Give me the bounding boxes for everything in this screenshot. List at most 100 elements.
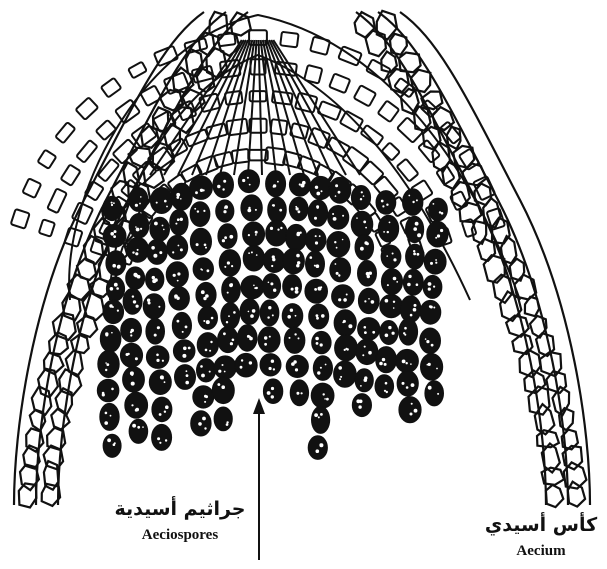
aeciospore [305, 229, 326, 252]
spore-speckle [180, 198, 182, 200]
spore-speckle [182, 354, 186, 358]
spore-speckle [195, 191, 198, 194]
spore-speckle [382, 205, 384, 207]
aeciospore [150, 188, 172, 214]
spore-speckle [177, 218, 180, 221]
spore-speckle [336, 247, 338, 249]
aeciospore [424, 249, 446, 274]
spore-speckle [363, 221, 366, 224]
spore-speckle [295, 368, 298, 371]
aeciospore [237, 325, 257, 351]
spore-speckle [316, 264, 320, 268]
spore-speckle [368, 298, 370, 300]
peridium-cell [310, 37, 330, 55]
spore-speckle [230, 342, 233, 345]
spore-speckle [203, 297, 206, 300]
spore-speckle [183, 347, 187, 351]
aecium-label-ar: كأس أسيدي [478, 514, 604, 536]
aeciospore [190, 202, 210, 227]
spore-speckle [360, 385, 362, 387]
spore-speckle [218, 370, 221, 373]
spore-speckle [114, 283, 118, 287]
spore-speckle [268, 306, 271, 309]
spore-speckle [318, 416, 320, 418]
spore-speckle [114, 230, 117, 233]
spore-speckle [364, 331, 367, 334]
spore-speckle [404, 334, 406, 336]
aeciospore [358, 288, 379, 313]
peridium-cell [280, 32, 298, 48]
spore-speckle [408, 195, 410, 197]
spore-speckle [249, 184, 251, 186]
spore-speckle [252, 309, 256, 313]
spore-speckle [433, 286, 435, 288]
spore-speckle [392, 332, 395, 335]
spore-speckle [315, 337, 319, 341]
spore-speckle [417, 233, 421, 237]
aeciospore [258, 327, 280, 353]
spore-speckle [402, 360, 406, 364]
peridium-wall [271, 40, 346, 175]
spore-speckle [326, 398, 329, 401]
spore-speckle [233, 311, 236, 314]
spore-speckle [218, 384, 220, 386]
aeciospore [260, 354, 281, 376]
aeciospore [218, 224, 237, 249]
aeciospores-label: Aeciospores [100, 527, 260, 544]
spore-speckle [256, 254, 258, 256]
peridium-cell [39, 219, 55, 236]
spore-speckle [315, 186, 318, 189]
spore-speckle [382, 358, 385, 361]
peridium-cell [128, 62, 147, 79]
aeciospore [152, 397, 172, 422]
aeciospore [173, 340, 195, 362]
spore-speckle [296, 233, 300, 237]
spore-speckle [384, 390, 386, 392]
spore-speckle [279, 209, 282, 212]
aeciospore [238, 170, 259, 193]
peridium-cell [76, 97, 99, 120]
spore-speckle [320, 286, 322, 288]
aeciospore [396, 349, 419, 372]
spore-speckle [358, 405, 361, 408]
spore-speckle [431, 344, 434, 347]
spore-speckle [203, 189, 205, 191]
spore-speckle [428, 363, 431, 366]
aeciospore [143, 294, 165, 319]
aeciospore [380, 321, 398, 345]
spore-speckle [203, 210, 205, 212]
spore-speckle [133, 300, 136, 303]
spore-speckle [316, 317, 319, 320]
spore-speckle [112, 264, 116, 268]
spore-speckle [291, 288, 294, 291]
aeciospore [308, 436, 327, 460]
aeciospore [190, 228, 211, 255]
spore-speckle [386, 204, 388, 206]
spore-speckle [387, 231, 389, 233]
host-left-cell [32, 386, 52, 414]
spore-speckle [428, 282, 432, 286]
spore-speckle [321, 190, 323, 192]
spore-speckle [316, 314, 319, 317]
host-right-cell [483, 198, 500, 227]
spore-speckle [295, 206, 297, 208]
spore-speckle [130, 371, 134, 375]
spore-speckle [364, 300, 366, 302]
aeciospore [290, 380, 308, 406]
aeciospore [129, 419, 148, 443]
spore-speckle [200, 268, 202, 270]
aeciospore [103, 300, 124, 324]
spore-speckle [360, 198, 362, 200]
aeciospore [376, 191, 396, 215]
spore-speckle [116, 287, 119, 290]
spore-speckle [267, 316, 269, 318]
spore-speckle [231, 265, 233, 267]
spore-speckle [272, 314, 274, 316]
spore-speckle [107, 438, 111, 442]
host-right-cell [512, 334, 532, 354]
spore-speckle [196, 243, 199, 246]
spore-speckle [249, 361, 252, 364]
spore-speckle [111, 388, 114, 391]
spore-speckle [381, 200, 384, 203]
peridium-cell [304, 65, 322, 84]
